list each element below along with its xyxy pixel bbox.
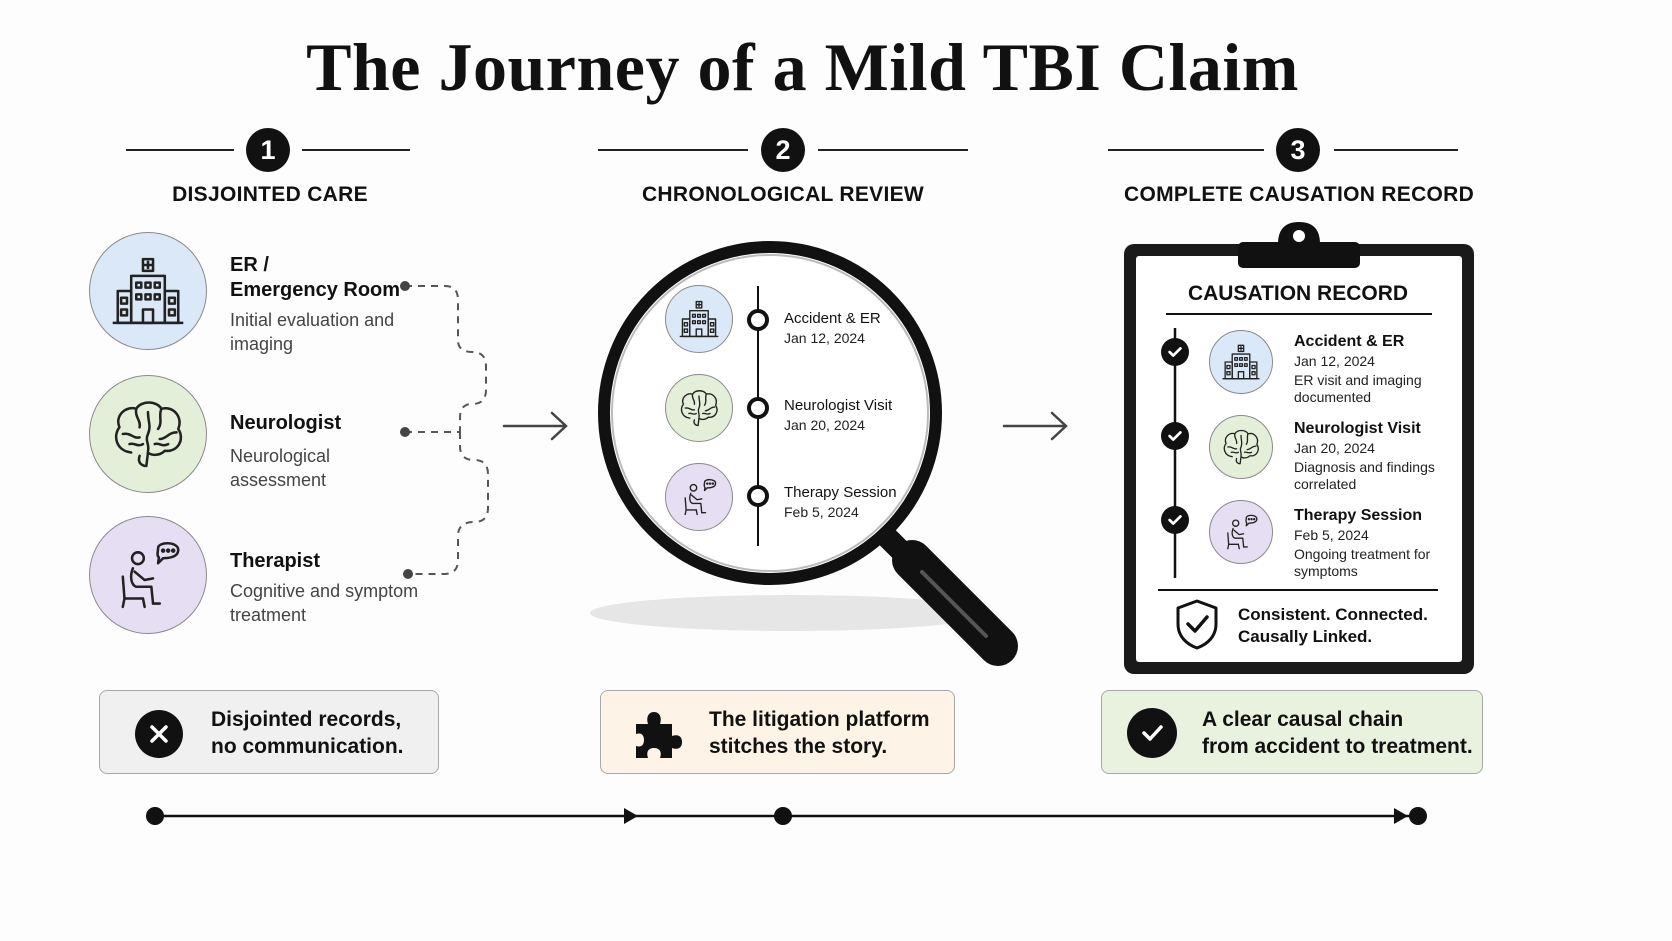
record-entry-name: Therapy Session [1294, 507, 1423, 524]
record-entry-note: Diagnosis and findings correlated [1294, 459, 1435, 492]
therapist-icon [106, 533, 190, 617]
magnifier-shadow [590, 595, 990, 631]
brain-icon [106, 392, 190, 476]
header-rule [126, 149, 234, 151]
page-title: The Journey of a Mild TBI Claim [306, 29, 1299, 105]
review-event-label: Therapy Session [784, 484, 897, 501]
x-icon [135, 710, 183, 758]
record-entry-date: Jan 12, 2024 [1294, 353, 1375, 369]
review-neurologist-circle [665, 374, 733, 442]
puzzle-icon [636, 712, 682, 758]
therapist-icon [1219, 510, 1263, 554]
hospital-icon [1219, 340, 1263, 384]
hospital-icon [106, 249, 190, 333]
check-circle-icon [1127, 708, 1177, 758]
neurologist-circle [89, 375, 207, 493]
step-badge-1: 1 [246, 128, 290, 172]
record-entry-note: ER visit and imaging documented [1294, 372, 1422, 405]
phase-title-1: DISJOINTED CARE [172, 183, 368, 206]
arrow-right-icon [502, 411, 568, 441]
disjointed-connector [400, 281, 489, 579]
check-icon [1161, 506, 1189, 534]
phase-title-2: CHRONOLOGICAL REVIEW [641, 183, 925, 206]
provider-name-therapist: Therapist [230, 550, 321, 572]
review-therapy-circle [665, 463, 733, 531]
brain-icon [1219, 425, 1263, 469]
magnifying-glass-icon [598, 241, 1018, 666]
record-entry-note: Ongoing treatment for symptoms [1294, 546, 1431, 579]
arrow-right-icon [1002, 411, 1068, 441]
header-rule [1108, 149, 1264, 151]
provider-desc-er: Initial evaluation and imaging [230, 310, 395, 354]
step-badge-2: 2 [761, 128, 805, 172]
bottom-timeline [146, 807, 1427, 825]
header-rule [1334, 149, 1458, 151]
provider-desc-therapist: Cognitive and symptom treatment [230, 581, 419, 625]
review-er-circle [665, 285, 733, 353]
hospital-icon [676, 296, 722, 342]
header-rule [818, 149, 968, 151]
provider-desc-neurologist: Neurological assessment [230, 446, 331, 490]
therapist-icon [676, 474, 722, 520]
provider-name-neurologist: Neurologist [230, 412, 342, 434]
phase-title-3: COMPLETE CAUSATION RECORD [1124, 183, 1475, 206]
review-event-date: Jan 20, 2024 [784, 417, 865, 433]
record-therapy-circle [1209, 500, 1273, 564]
header-rule [302, 149, 410, 151]
review-event-label: Accident & ER [784, 310, 881, 327]
er-circle [89, 232, 207, 350]
review-event-label: Neurologist Visit [784, 397, 893, 414]
record-entry-date: Feb 5, 2024 [1294, 527, 1369, 543]
review-event-date: Jan 12, 2024 [784, 330, 865, 346]
record-entry-name: Accident & ER [1294, 333, 1405, 350]
therapist-circle [89, 516, 207, 634]
brain-icon [676, 385, 722, 431]
provider-name-er: ER /Emergency Room [230, 254, 401, 301]
step-badge-3: 3 [1276, 128, 1320, 172]
check-icon [1161, 338, 1189, 366]
record-entry-name: Neurologist Visit [1294, 420, 1421, 437]
check-icon [1161, 422, 1189, 450]
callout-text-disjointed: Disjointed records,no communication. [211, 708, 404, 758]
review-event-date: Feb 5, 2024 [784, 504, 859, 520]
shield-check-icon [1176, 599, 1218, 650]
record-entry-date: Jan 20, 2024 [1294, 440, 1375, 456]
causation-record-title: CAUSATION RECORD [1187, 282, 1409, 305]
record-footer: Consistent. Connected.Causally Linked. [1238, 605, 1428, 646]
header-rule [598, 149, 748, 151]
record-neurologist-circle [1209, 415, 1273, 479]
record-er-circle [1209, 330, 1273, 394]
